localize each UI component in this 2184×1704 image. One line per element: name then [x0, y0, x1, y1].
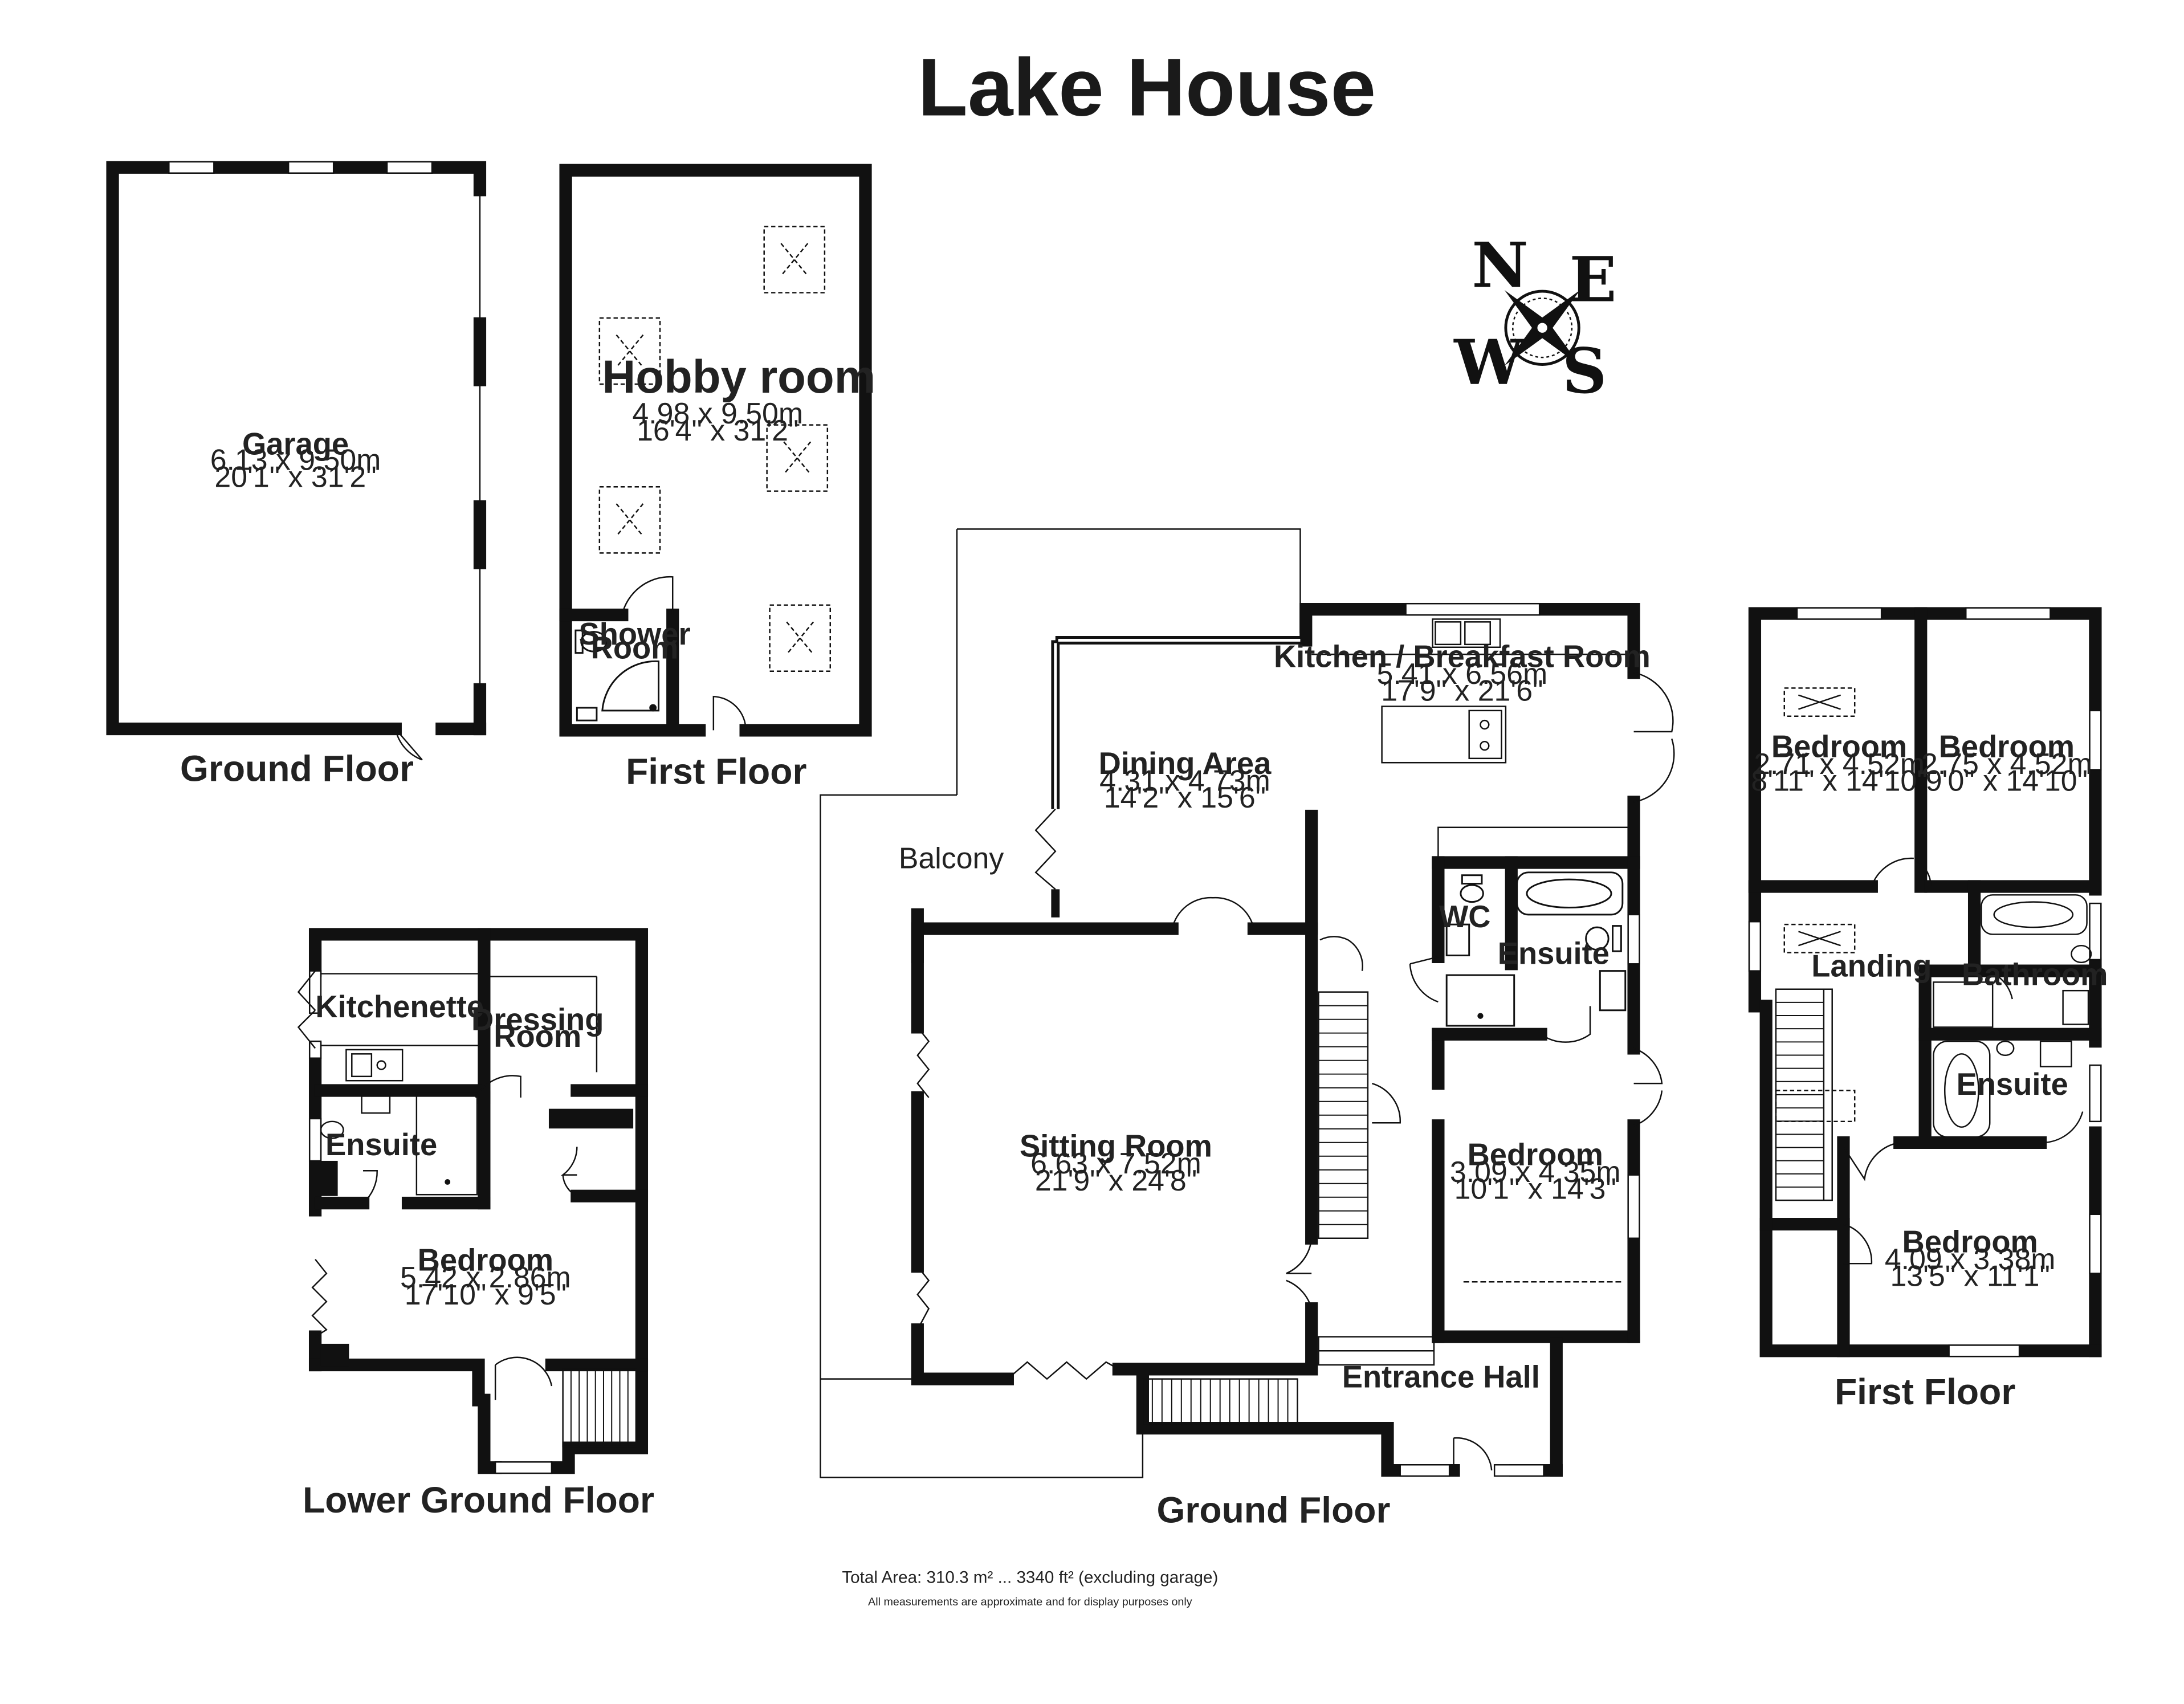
lower-bedroom-label: Bedroom: [418, 1243, 553, 1278]
compass-s: S: [1562, 335, 1607, 407]
sitting-dim-m: 6.63 x 7.52m: [1030, 1147, 1201, 1180]
ground-bedroom-dim-ft: 10'1" x 14'3": [1454, 1172, 1616, 1205]
compass-w: W: [1453, 326, 1525, 399]
sitting-dim-ft: 21'9" x 24'8": [1035, 1164, 1197, 1197]
lower-ensuite-label: Ensuite: [325, 1127, 437, 1162]
first-bed1-dim-m: 2.71 x 4.52m: [1754, 747, 1925, 780]
first-bed1-dim-ft: 8'11" x 14'10": [1751, 764, 1927, 797]
kitchen-dim-m: 5.41 x 6.56m: [1377, 657, 1548, 690]
shower-label-2: Room: [591, 631, 679, 666]
first-floor-plan: Bedroom 2.71 x 4.52m 8'11" x 14'10" Bedr…: [1748, 607, 2108, 1412]
landing-label: Landing: [1811, 949, 1932, 984]
wc-label: WC: [1439, 899, 1490, 934]
dining-label: Dining Area: [1099, 746, 1272, 781]
lower-bedroom-dim-ft: 17'10" x 9'5": [405, 1278, 567, 1311]
balcony-label: Balcony: [899, 841, 1004, 874]
first-bed3-label: Bedroom: [1902, 1224, 2038, 1259]
ground-bedroom-label: Bedroom: [1468, 1137, 1603, 1172]
lower-ground-plan: Kitchenette Dressing Room Ensuite Bedroo…: [297, 928, 654, 1520]
ground-bedroom-dim-m: 3.09 x 4.35m: [1450, 1155, 1621, 1188]
hobby-floor-label: First Floor: [626, 751, 806, 792]
compass-rose: N E S W: [1453, 229, 1617, 407]
hobby-plan: Hobby room 4.98 x 9.50m 16'4" x 31'2" Sh…: [559, 164, 875, 792]
sitting-label: Sitting Room: [1020, 1129, 1212, 1164]
dressing-label-2: Room: [494, 1019, 581, 1054]
lower-bedroom-dim-m: 5.42 x 2.86m: [400, 1261, 571, 1294]
dining-dim-ft: 14'2" x 15'6": [1104, 781, 1266, 814]
dressing-label-1: Dressing: [471, 1002, 604, 1037]
ground-ensuite-label: Ensuite: [1498, 936, 1610, 971]
shower-label-1: Shower: [579, 617, 691, 651]
disclaimer: All measurements are approximate and for…: [868, 1596, 1192, 1608]
hobby-label: Hobby room: [602, 351, 875, 403]
first-bed2-dim-m: 2.75 x 4.52m: [1921, 747, 2092, 780]
lower-floor-label: Lower Ground Floor: [303, 1479, 654, 1520]
kitchen-label: Kitchen / Breakfast Room: [1274, 639, 1651, 674]
first-bed3-dim-ft: 13'5" x 11'1": [1890, 1259, 2049, 1293]
compass-n: N: [1472, 229, 1528, 302]
first-ensuite-label: Ensuite: [1957, 1067, 2068, 1102]
bathroom-label: Bathroom: [1962, 957, 2108, 992]
garage-floor-label: Ground Floor: [180, 748, 414, 789]
hobby-dim-ft: 16'4" x 31'2": [637, 414, 798, 447]
garage-label: Garage: [242, 426, 349, 461]
dining-dim-m: 4.31 x 4.73m: [1099, 764, 1270, 797]
hobby-dim-m: 4.98 x 9.50m: [632, 397, 803, 430]
first-bed1-label: Bedroom: [1771, 729, 1907, 764]
first-bed3-dim-m: 4.09 x 3.38m: [1885, 1242, 2056, 1275]
first-bed2-label: Bedroom: [1939, 729, 2075, 764]
garage-plan: Garage 6.13 x 9.50m 20'1" x 31'2" Ground…: [106, 161, 487, 789]
garage-dim-ft: 20'1" x 31'2": [214, 460, 376, 493]
plan-title: Lake House: [918, 42, 1376, 133]
first-bed2-dim-ft: 9'0" x 14'10": [1926, 764, 2088, 797]
ground-floor-plan: Kitchen / Breakfast Room 5.41 x 6.56m 17…: [820, 528, 1675, 1530]
kitchenette-label: Kitchenette: [315, 989, 484, 1024]
first-floor-label: First Floor: [1835, 1371, 2015, 1412]
garage-dim-m: 6.13 x 9.50m: [210, 443, 381, 476]
compass-e: E: [1570, 243, 1617, 316]
kitchen-dim-ft: 17'9" x 21'6": [1381, 674, 1543, 707]
ground-floor-label: Ground Floor: [1156, 1489, 1390, 1530]
hall-label: Entrance Hall: [1342, 1359, 1540, 1394]
total-area: Total Area: 310.3 m² ... 3340 ft² (exclu…: [842, 1568, 1218, 1587]
